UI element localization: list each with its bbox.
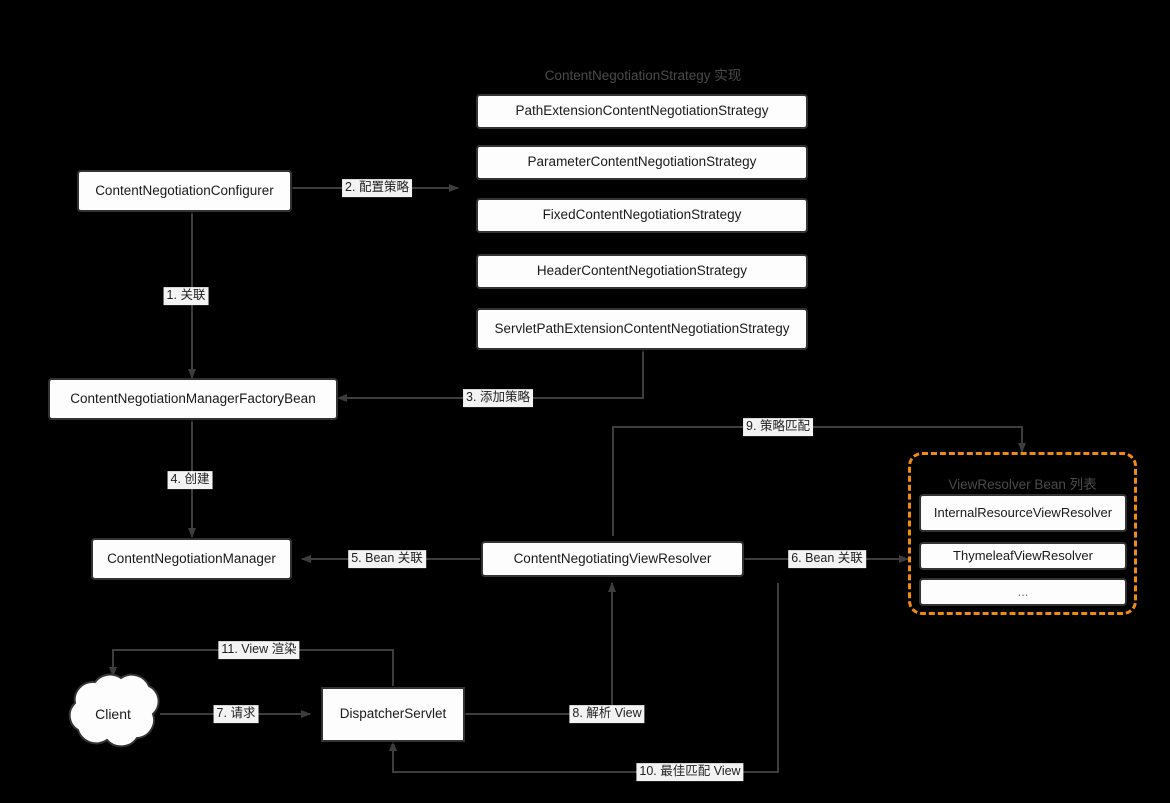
node-servlet-path-extension-strategy[interactable]: ServletPathExtensionContentNegotiationSt…: [476, 308, 808, 350]
edge-label-4: 4. 创建: [167, 471, 213, 489]
strategy-group-title: ContentNegotiationStrategy 实现: [544, 68, 742, 83]
edge-label-7: 7. 请求: [213, 705, 259, 723]
node-content-negotiation-configurer[interactable]: ContentNegotiationConfigurer: [77, 170, 292, 212]
edge-label-6: 6. Bean 关联: [788, 550, 866, 568]
viewresolver-group-title: ViewResolver Bean 列表: [948, 477, 1097, 492]
node-dispatcher-servlet[interactable]: DispatcherServlet: [321, 687, 465, 742]
edge-label-8: 8. 解析 View: [569, 705, 645, 723]
node-thymeleaf-view-resolver[interactable]: ThymeleafViewResolver: [919, 542, 1127, 570]
node-content-negotiation-manager[interactable]: ContentNegotiationManager: [91, 538, 292, 580]
edge-label-10: 10. 最佳匹配 View: [636, 763, 744, 781]
node-client[interactable]: Client: [95, 706, 131, 722]
edge-label-2: 2. 配置策略: [342, 179, 412, 197]
edge-label-3: 3. 添加策略: [463, 389, 533, 407]
node-content-negotiating-view-resolver[interactable]: ContentNegotiatingViewResolver: [481, 541, 744, 577]
edge-label-9: 9. 策略匹配: [743, 418, 813, 436]
edge-label-11: 11. View 渲染: [218, 641, 300, 659]
node-content-negotiation-manager-factory-bean[interactable]: ContentNegotiationManagerFactoryBean: [48, 378, 338, 420]
node-parameter-strategy[interactable]: ParameterContentNegotiationStrategy: [476, 145, 808, 180]
edge-label-5: 5. Bean 关联: [348, 550, 426, 568]
node-fixed-strategy[interactable]: FixedContentNegotiationStrategy: [476, 198, 808, 233]
edge-label-1: 1. 关联: [163, 287, 209, 305]
node-internal-resource-view-resolver[interactable]: InternalResourceViewResolver: [919, 494, 1127, 532]
node-view-resolver-ellipsis[interactable]: ...: [919, 578, 1127, 606]
edge-8-path: [465, 582, 616, 715]
node-path-extension-strategy[interactable]: PathExtensionContentNegotiationStrategy: [476, 94, 808, 129]
node-header-strategy[interactable]: HeaderContentNegotiationStrategy: [476, 254, 808, 289]
viewresolver-bean-list-container: [908, 452, 1137, 615]
edge-10-path: [389, 583, 779, 773]
